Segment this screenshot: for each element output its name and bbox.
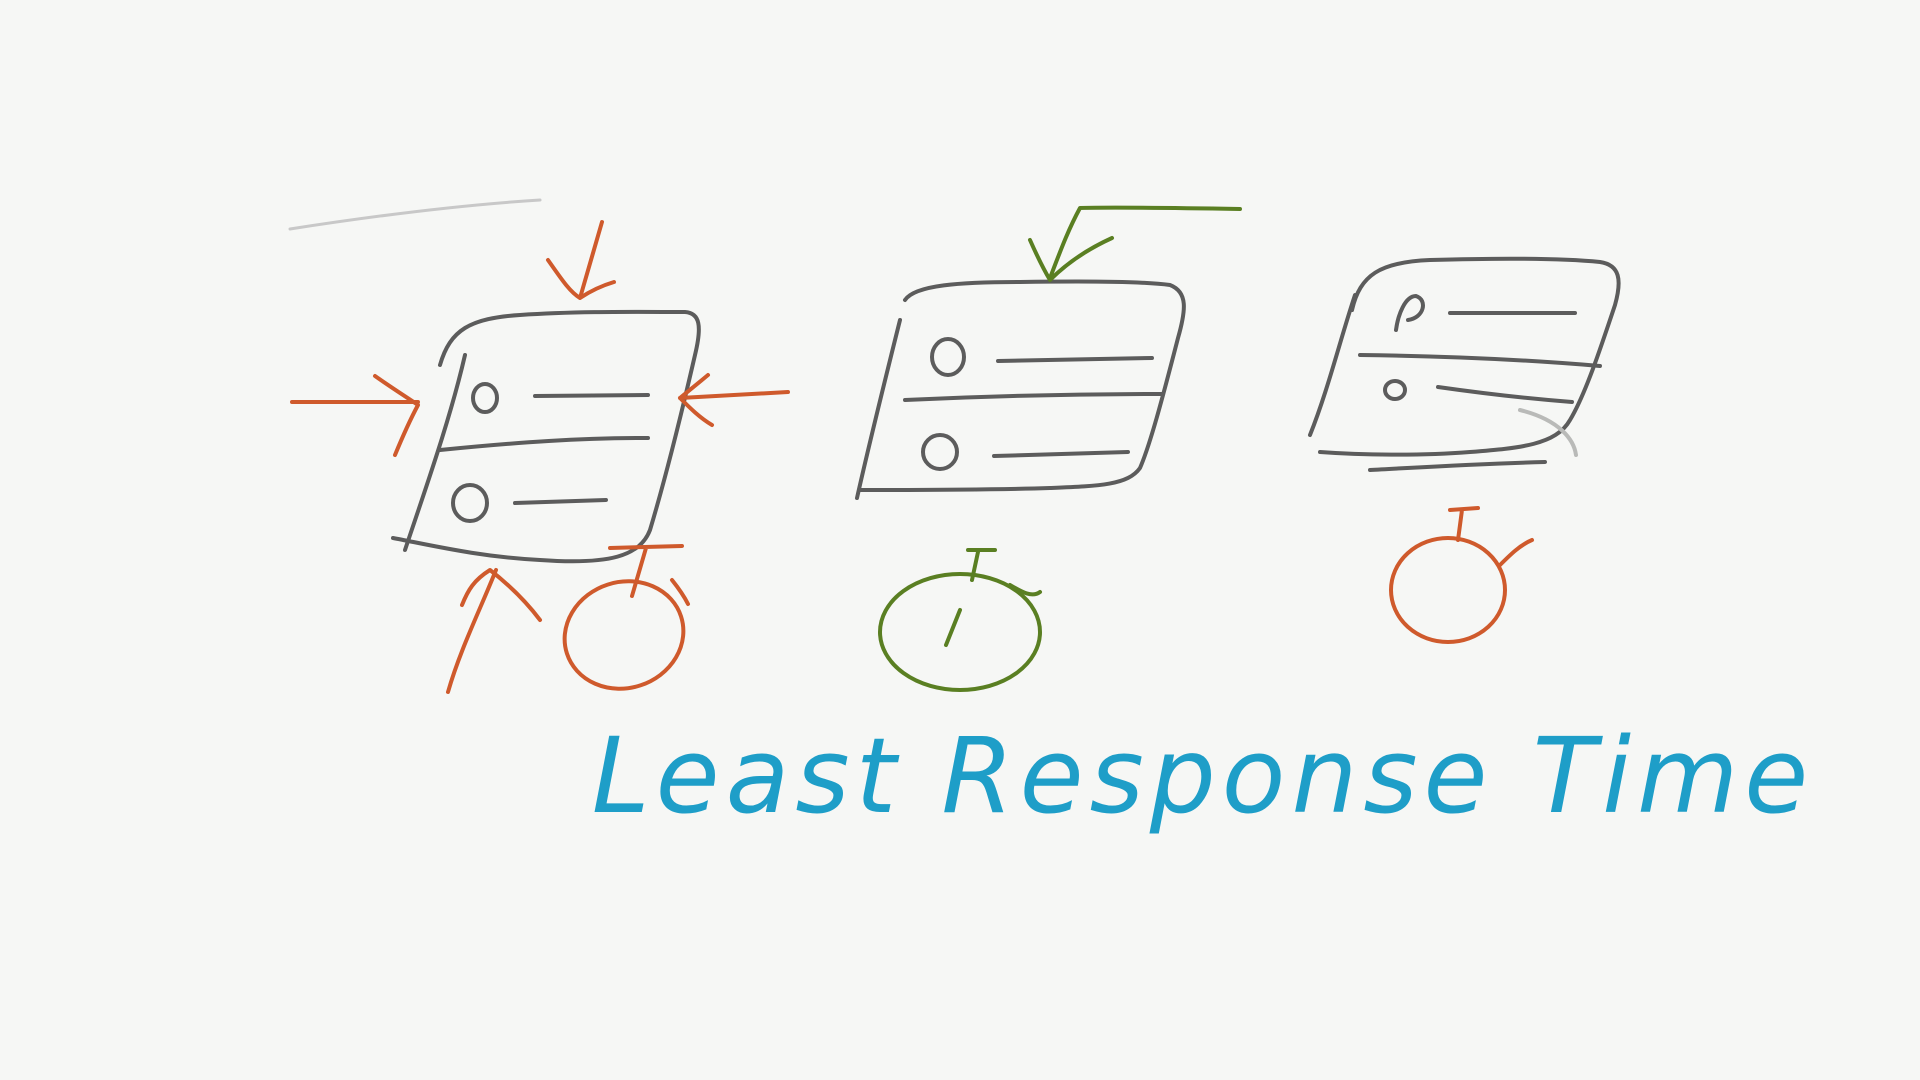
server-2-slot-1-line bbox=[996, 356, 1154, 363]
server-2-slot-2-indicator bbox=[921, 433, 959, 471]
server-3-slot-2-indicator bbox=[1383, 379, 1407, 401]
server-2 bbox=[855, 279, 1186, 500]
server-3-slot-2-line bbox=[1436, 385, 1574, 404]
diagram-title: Least Response Time bbox=[592, 715, 1815, 837]
server-3-slot-1-indicator bbox=[1394, 294, 1425, 332]
server-1-divider bbox=[438, 436, 650, 452]
server-2-divider bbox=[903, 392, 1164, 402]
server-3 bbox=[1308, 256, 1621, 472]
server-1 bbox=[391, 309, 701, 564]
arrow-top bbox=[546, 220, 616, 300]
arrow-bottom bbox=[446, 568, 542, 694]
server-2-slot-1-indicator bbox=[930, 337, 966, 377]
server-3-outline bbox=[1318, 256, 1621, 457]
server-2-stopwatch-icon bbox=[878, 548, 1042, 692]
server-1-slot-2-indicator bbox=[451, 483, 489, 523]
server-3-stopwatch-icon bbox=[1389, 506, 1534, 644]
server-2-slot-2-line bbox=[992, 450, 1130, 458]
server-2-outline bbox=[858, 279, 1186, 492]
server-2-selected-arrow bbox=[1028, 205, 1242, 282]
server-3-divider bbox=[1358, 353, 1602, 368]
arrow-left bbox=[290, 374, 420, 457]
server-1-slot-1-indicator bbox=[471, 382, 499, 414]
server-1-slot-2-line bbox=[513, 498, 608, 505]
server-1-slot-1-line bbox=[533, 393, 650, 398]
server-1-incoming-arrows bbox=[290, 220, 790, 694]
server-1-stopwatch-icon bbox=[562, 544, 690, 691]
stray-stroke bbox=[288, 198, 542, 231]
arrow-right bbox=[678, 373, 790, 427]
server-1-outline bbox=[391, 309, 701, 564]
